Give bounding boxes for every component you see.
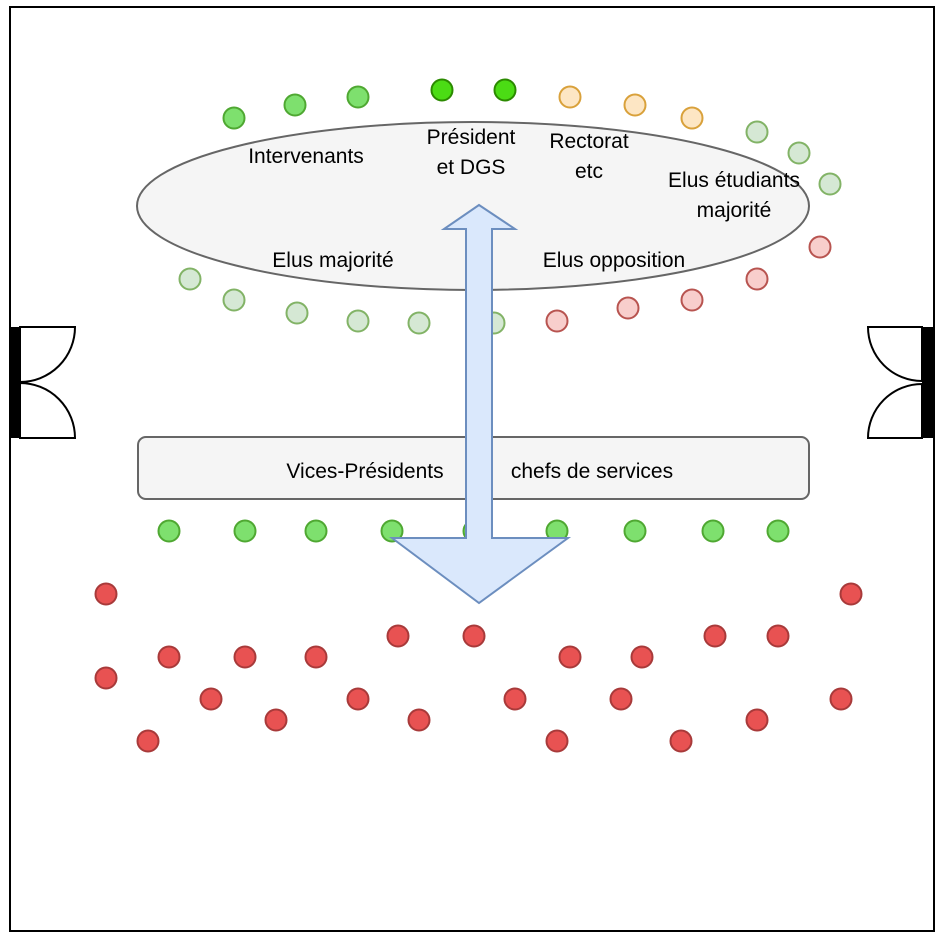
seat bbox=[808, 235, 832, 259]
seat bbox=[703, 624, 727, 648]
seat bbox=[233, 645, 257, 669]
label-elus-etudiants-line2: majorité bbox=[697, 199, 772, 222]
left-door bbox=[9, 326, 77, 439]
seat bbox=[787, 141, 811, 165]
seat bbox=[493, 78, 517, 102]
seat bbox=[346, 85, 370, 109]
seat bbox=[745, 120, 769, 144]
seat bbox=[558, 645, 582, 669]
seats-president bbox=[430, 78, 517, 102]
seat bbox=[430, 78, 454, 102]
seat bbox=[766, 624, 790, 648]
label-elus-etudiants-line1: Elus étudiants bbox=[668, 169, 800, 192]
seat bbox=[380, 519, 404, 543]
seat bbox=[630, 645, 654, 669]
seat bbox=[94, 666, 118, 690]
seat bbox=[407, 311, 431, 335]
seat bbox=[304, 519, 328, 543]
seat bbox=[745, 708, 769, 732]
seats-rectorat bbox=[558, 85, 704, 130]
seat bbox=[623, 519, 647, 543]
seat bbox=[503, 687, 527, 711]
right-door bbox=[866, 326, 934, 439]
label-president-line2: et DGS bbox=[437, 156, 506, 179]
seat bbox=[766, 519, 790, 543]
seats-intervenants bbox=[222, 85, 370, 130]
seat bbox=[462, 624, 486, 648]
seats-elus-etudiants bbox=[745, 120, 842, 196]
seat bbox=[283, 93, 307, 117]
double-arrow-icon bbox=[388, 203, 572, 605]
seat bbox=[264, 708, 288, 732]
seat bbox=[178, 267, 202, 291]
seat bbox=[346, 687, 370, 711]
seat bbox=[157, 519, 181, 543]
seat bbox=[680, 106, 704, 130]
seat bbox=[407, 708, 431, 732]
label-chefs-de-services: chefs de services bbox=[511, 460, 673, 483]
seats-public bbox=[94, 582, 863, 753]
seat bbox=[609, 687, 633, 711]
seat bbox=[222, 288, 246, 312]
seat bbox=[199, 687, 223, 711]
seat bbox=[680, 288, 704, 312]
label-rectorat-line1: Rectorat bbox=[549, 130, 629, 153]
label-elus-opposition: Elus opposition bbox=[543, 249, 685, 272]
label-vice-presidents: Vices-Présidents bbox=[286, 460, 443, 483]
seat bbox=[545, 309, 569, 333]
seat bbox=[839, 582, 863, 606]
seat bbox=[745, 267, 769, 291]
seat bbox=[545, 729, 569, 753]
seat bbox=[829, 687, 853, 711]
label-rectorat-line2: etc bbox=[575, 160, 603, 183]
seat bbox=[222, 106, 246, 130]
seat bbox=[304, 645, 328, 669]
label-intervenants: Intervenants bbox=[248, 145, 364, 168]
seat bbox=[623, 93, 647, 117]
label-president-line1: Président bbox=[427, 126, 516, 149]
seat bbox=[346, 309, 370, 333]
label-elus-majorite: Elus majorité bbox=[272, 249, 393, 272]
seat bbox=[386, 624, 410, 648]
seat bbox=[233, 519, 257, 543]
seat bbox=[818, 172, 842, 196]
seat bbox=[94, 582, 118, 606]
seats-elus-opposition bbox=[545, 235, 832, 333]
seat bbox=[136, 729, 160, 753]
seat bbox=[669, 729, 693, 753]
seat bbox=[616, 296, 640, 320]
seat bbox=[701, 519, 725, 543]
seat bbox=[285, 301, 309, 325]
seat bbox=[558, 85, 582, 109]
seat bbox=[157, 645, 181, 669]
